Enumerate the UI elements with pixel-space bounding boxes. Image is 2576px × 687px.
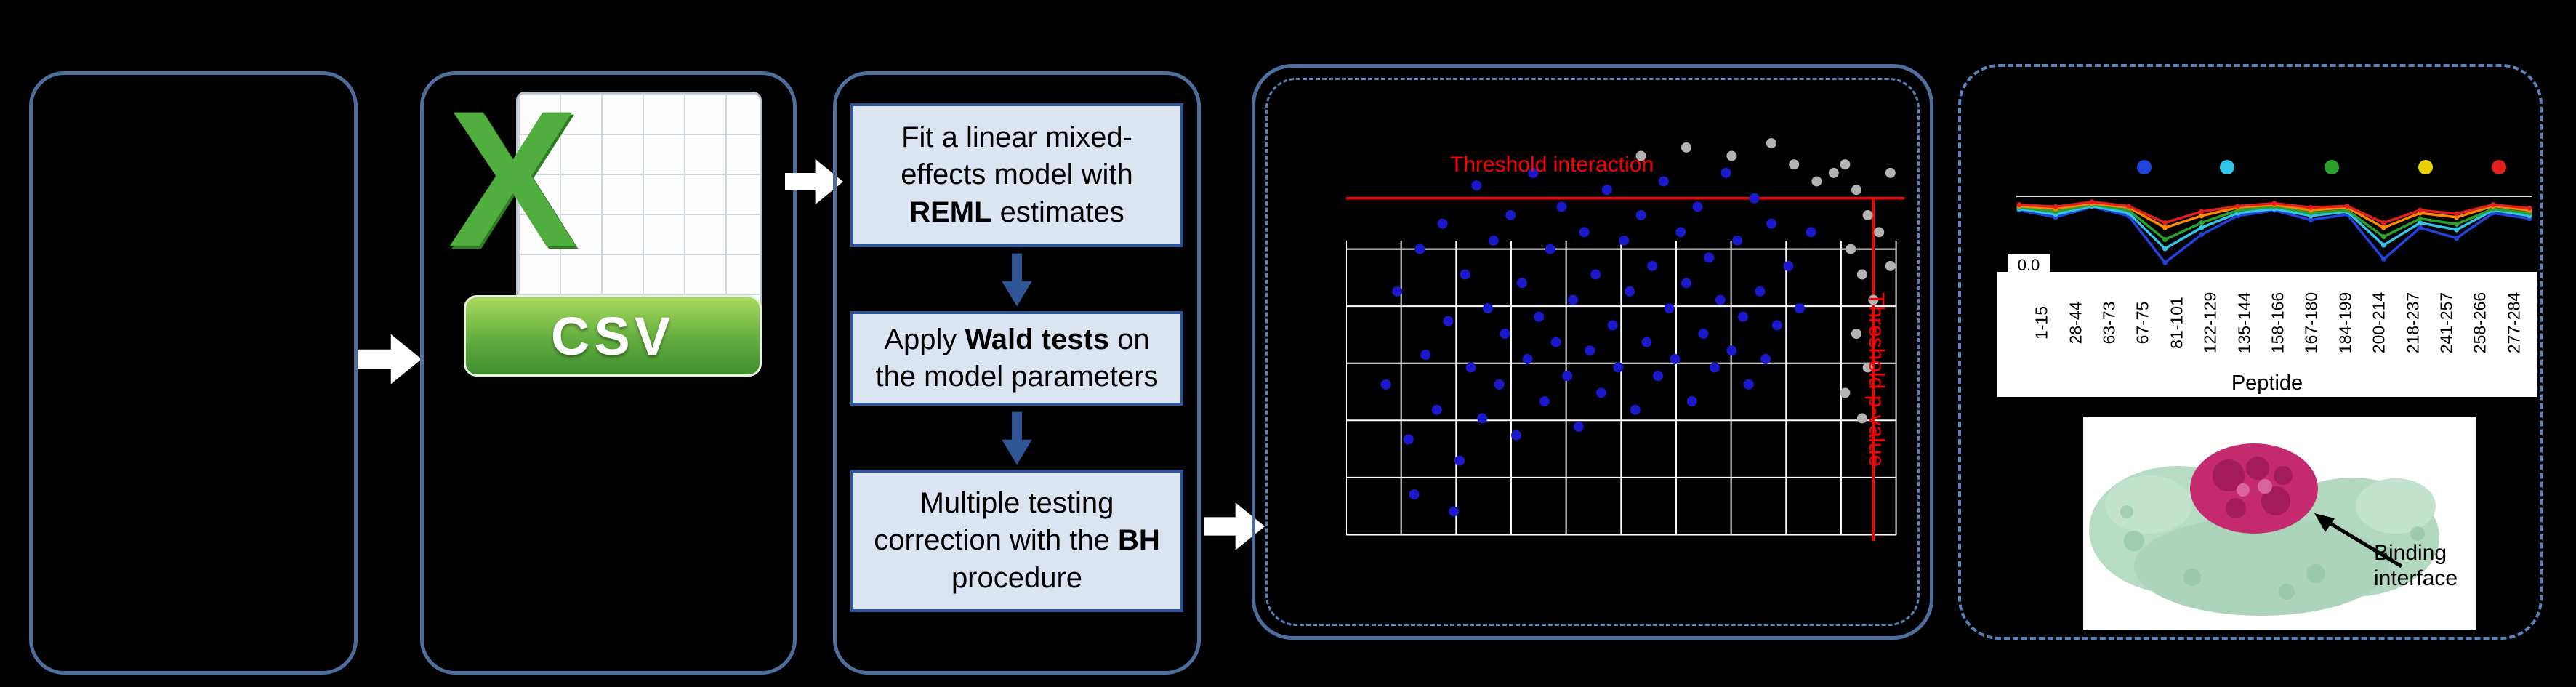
peptide-tick: 63-73 [2093, 273, 2126, 372]
peptide-tick-label: 158-166 [2268, 292, 2287, 354]
peptide-tick-label: 277-284 [2504, 292, 2524, 354]
right-arrow-icon [358, 334, 422, 385]
peptide-tick-label: 258-266 [2470, 292, 2490, 354]
legend-dot-icon [2136, 160, 2152, 174]
peptide-tick: 241-257 [2430, 273, 2463, 372]
threshold-interaction-label: Threshold interaction [1450, 153, 1654, 177]
step-bh-correction: Multiple testing correction with the BH … [850, 470, 1183, 612]
peptide-tick: 1-15 [2025, 273, 2058, 372]
profile-svg [2016, 196, 2532, 265]
binding-interface-region [2190, 443, 2318, 534]
peptide-tick: 158-166 [2261, 273, 2295, 372]
profile-chart [2013, 190, 2535, 272]
scatter-result-dashed-border [1265, 78, 1920, 626]
peptide-tick-label: 184-199 [2335, 292, 2355, 354]
scatter-plot [1345, 122, 1913, 545]
legend-dot-icon [2418, 160, 2434, 174]
protein-structure-panel: Binding interface [2083, 417, 2476, 630]
peptide-tick-label: 28-44 [2066, 301, 2085, 345]
protein-structure-graphic [2089, 443, 2439, 616]
right-arrow-icon [785, 158, 843, 205]
legend-dot-icon [2220, 160, 2235, 174]
threshold-pvalue-label: Threshold p-value [1864, 292, 1888, 467]
right-arrow-icon [1204, 502, 1265, 550]
peptide-tick: 122-129 [2194, 273, 2227, 372]
input-panel [29, 71, 358, 675]
peptide-tick: 277-284 [2497, 273, 2531, 372]
down-arrow-icon [1002, 253, 1032, 307]
peptide-tick: 135-144 [2227, 273, 2261, 372]
binding-arrow-icon [2325, 519, 2403, 569]
binding-interface-label: Binding interface [2374, 541, 2458, 590]
peptide-tick-label: 122-129 [2200, 292, 2220, 354]
profile-result-panel [1958, 64, 2543, 640]
down-arrow-icon [1002, 411, 1032, 465]
peptide-axis-title: Peptide [2231, 371, 2303, 395]
csv-banner: CSV [464, 295, 762, 377]
csv-file-icon: X CSV [448, 70, 765, 377]
pipeline-panel [833, 71, 1201, 675]
peptide-tick: 218-237 [2396, 273, 2429, 372]
scatter-svg [1345, 138, 1905, 542]
peptide-tick: 67-75 [2126, 273, 2160, 372]
peptide-tick-label: 1-15 [2032, 305, 2051, 340]
peptide-tick-label: 218-237 [2403, 292, 2423, 354]
peptide-tick-label: 67-75 [2133, 301, 2152, 345]
peptide-tick: 167-180 [2295, 273, 2328, 372]
step-fit-model: Fit a linear mixed-effects model with RE… [850, 103, 1183, 247]
peptide-tick-label: 241-257 [2436, 292, 2456, 354]
step-wald-tests-text: Apply Wald tests on the model parameters [875, 323, 1159, 393]
peptide-tick-label: 167-180 [2301, 292, 2321, 354]
peptide-tick-label: 135-144 [2234, 292, 2254, 354]
legend-dot-icon [2491, 160, 2506, 174]
peptide-axis-strip: 1-15 28-44 63-73 67-75 81-101 122-129 135-144 1… [1997, 272, 2537, 397]
peptide-tick-label: 63-73 [2099, 301, 2119, 345]
peptide-axis: 1-15 28-44 63-73 67-75 81-101 122-129 135-144 1… [2025, 273, 2531, 372]
peptide-tick: 81-101 [2160, 273, 2194, 372]
excel-x-icon: X [448, 70, 578, 288]
peptide-tick: 28-44 [2058, 273, 2092, 372]
peptide-tick-label: 81-101 [2167, 297, 2186, 349]
scatter-result-panel [1252, 64, 1933, 640]
legend-dot-icon [2324, 160, 2339, 174]
step-bh-correction-text: Multiple testing correction with the BH … [874, 487, 1160, 594]
step-fit-model-text: Fit a linear mixed-effects model with RE… [901, 121, 1133, 228]
peptide-tick-label: 200-214 [2369, 292, 2388, 354]
csv-panel [420, 71, 797, 675]
step-wald-tests: Apply Wald tests on the model parameters [850, 311, 1183, 406]
profile-legend-dots [2013, 160, 2535, 176]
peptide-tick: 200-214 [2362, 273, 2396, 372]
csv-banner-label: CSV [550, 305, 675, 366]
spreadsheet-grid-icon [516, 92, 762, 332]
peptide-tick: 258-266 [2463, 273, 2497, 372]
peptide-tick: 184-199 [2329, 273, 2362, 372]
